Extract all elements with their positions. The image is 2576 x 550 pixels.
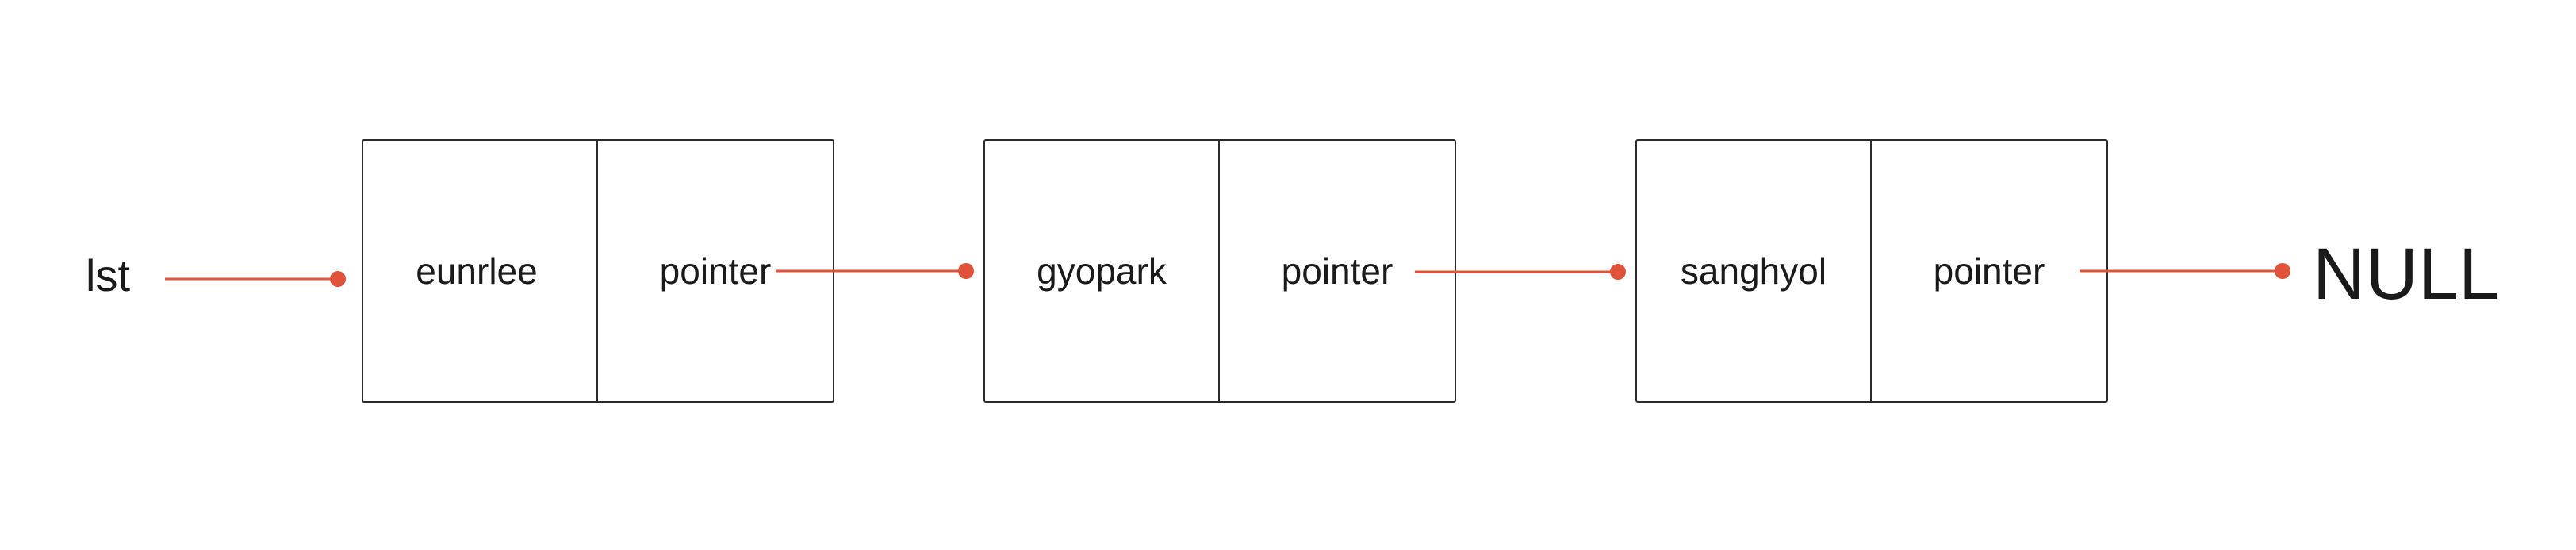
arrow-endpoint-dot xyxy=(1610,264,1626,280)
node-data-cell: sanghyol xyxy=(1637,141,1872,401)
node-pointer-cell: pointer xyxy=(598,141,833,401)
arrow-endpoint-dot xyxy=(330,271,346,287)
node-data-label: gyopark xyxy=(1037,250,1167,292)
node-pointer-label: pointer xyxy=(1933,250,2045,292)
arrow-endpoint-dot xyxy=(2275,263,2290,279)
arrow-node-3-to-null xyxy=(2080,263,2290,279)
node-data-label: eunrlee xyxy=(416,250,538,292)
list-node-3: sanghyol pointer xyxy=(1635,139,2108,403)
arrow-endpoint-dot xyxy=(958,263,974,279)
node-data-cell: eunrlee xyxy=(363,141,598,401)
list-node-1: eunrlee pointer xyxy=(362,139,834,403)
node-pointer-label: pointer xyxy=(1281,250,1393,292)
arrow-head-to-node-1 xyxy=(165,271,346,287)
list-node-2: gyopark pointer xyxy=(983,139,1456,403)
node-pointer-label: pointer xyxy=(659,250,772,292)
head-label: lst xyxy=(86,250,130,300)
node-data-cell: gyopark xyxy=(985,141,1220,401)
node-pointer-cell: pointer xyxy=(1872,141,2106,401)
null-terminal-label: NULL xyxy=(2313,234,2500,315)
node-data-label: sanghyol xyxy=(1680,250,1827,292)
node-pointer-cell: pointer xyxy=(1220,141,1455,401)
